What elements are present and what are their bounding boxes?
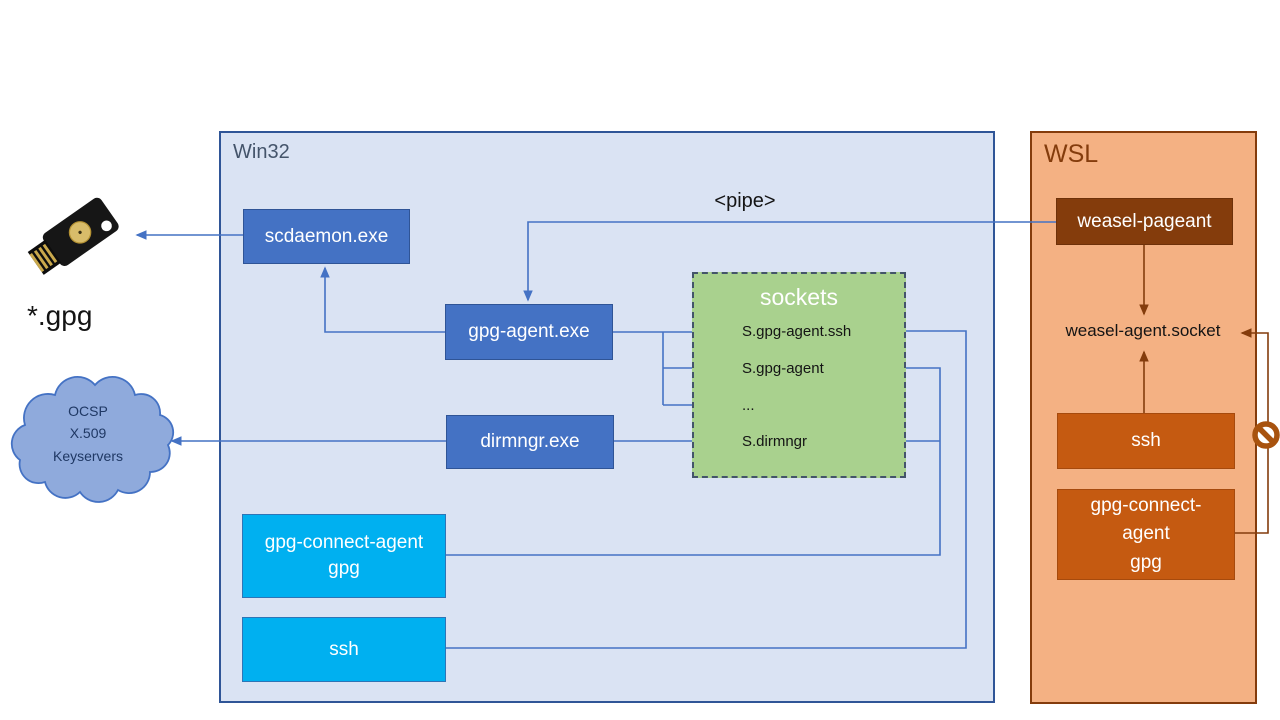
cloud-line-ocsp: OCSP bbox=[68, 403, 108, 419]
node-win-gpg-connect-agent: gpg-connect-agent gpg bbox=[242, 514, 446, 598]
cloud-line-x509: X.509 bbox=[69, 425, 107, 442]
node-scdaemon: scdaemon.exe bbox=[243, 209, 410, 264]
socket-entry-gpg-agent-ssh: S.gpg-agent.ssh bbox=[742, 323, 852, 340]
pipe-label: <pipe> bbox=[714, 190, 776, 212]
node-wsl-gpg-connect-agent: gpg-connect- agent gpg bbox=[1057, 489, 1235, 580]
sockets-group: sockets S.gpg-agent.ssh S.gpg-agent ... … bbox=[692, 272, 906, 478]
node-weasel-pageant: weasel-pageant bbox=[1056, 198, 1233, 245]
keyserver-cloud-label: OCSP X.509 Keyservers bbox=[8, 400, 168, 467]
node-wsl-ssh: ssh bbox=[1057, 413, 1235, 469]
node-win-ssh: ssh bbox=[242, 617, 446, 682]
node-weasel-pageant-label: weasel-pageant bbox=[1077, 210, 1212, 232]
node-win-gpg-connect-line2: gpg bbox=[328, 558, 360, 579]
node-gpg-agent: gpg-agent.exe bbox=[445, 304, 613, 360]
socket-entry-ellipsis: ... bbox=[742, 397, 755, 414]
node-win-gpg-connect-line1: gpg-connect-agent bbox=[264, 532, 424, 554]
win32-region-label: Win32 bbox=[233, 141, 290, 163]
node-wsl-gpg-connect-line1: gpg-connect- bbox=[1090, 494, 1202, 516]
blocked-icon bbox=[1252, 421, 1280, 449]
wsl-region-label: WSL bbox=[1044, 140, 1099, 168]
sockets-title: sockets bbox=[760, 284, 838, 310]
weasel-agent-socket-label: weasel-agent.socket bbox=[1065, 321, 1221, 340]
gpg-files-label: *.gpg bbox=[27, 300, 93, 331]
socket-entry-dirmngr: S.dirmngr bbox=[742, 433, 808, 450]
cloud-line-keyservers: Keyservers bbox=[52, 447, 124, 464]
node-dirmngr-label: dirmngr.exe bbox=[480, 431, 580, 453]
node-dirmngr: dirmngr.exe bbox=[446, 415, 614, 469]
node-scdaemon-label: scdaemon.exe bbox=[264, 225, 389, 247]
yubikey-icon bbox=[27, 197, 119, 275]
node-gpg-agent-label: gpg-agent.exe bbox=[468, 321, 590, 343]
socket-entry-gpg-agent: S.gpg-agent bbox=[742, 360, 824, 377]
node-win-ssh-label: ssh bbox=[329, 638, 359, 660]
node-wsl-gpg-connect-line2: agent bbox=[1122, 523, 1170, 545]
node-wsl-gpg-connect-line3: gpg bbox=[1130, 551, 1162, 573]
node-wsl-ssh-label: ssh bbox=[1131, 430, 1161, 452]
